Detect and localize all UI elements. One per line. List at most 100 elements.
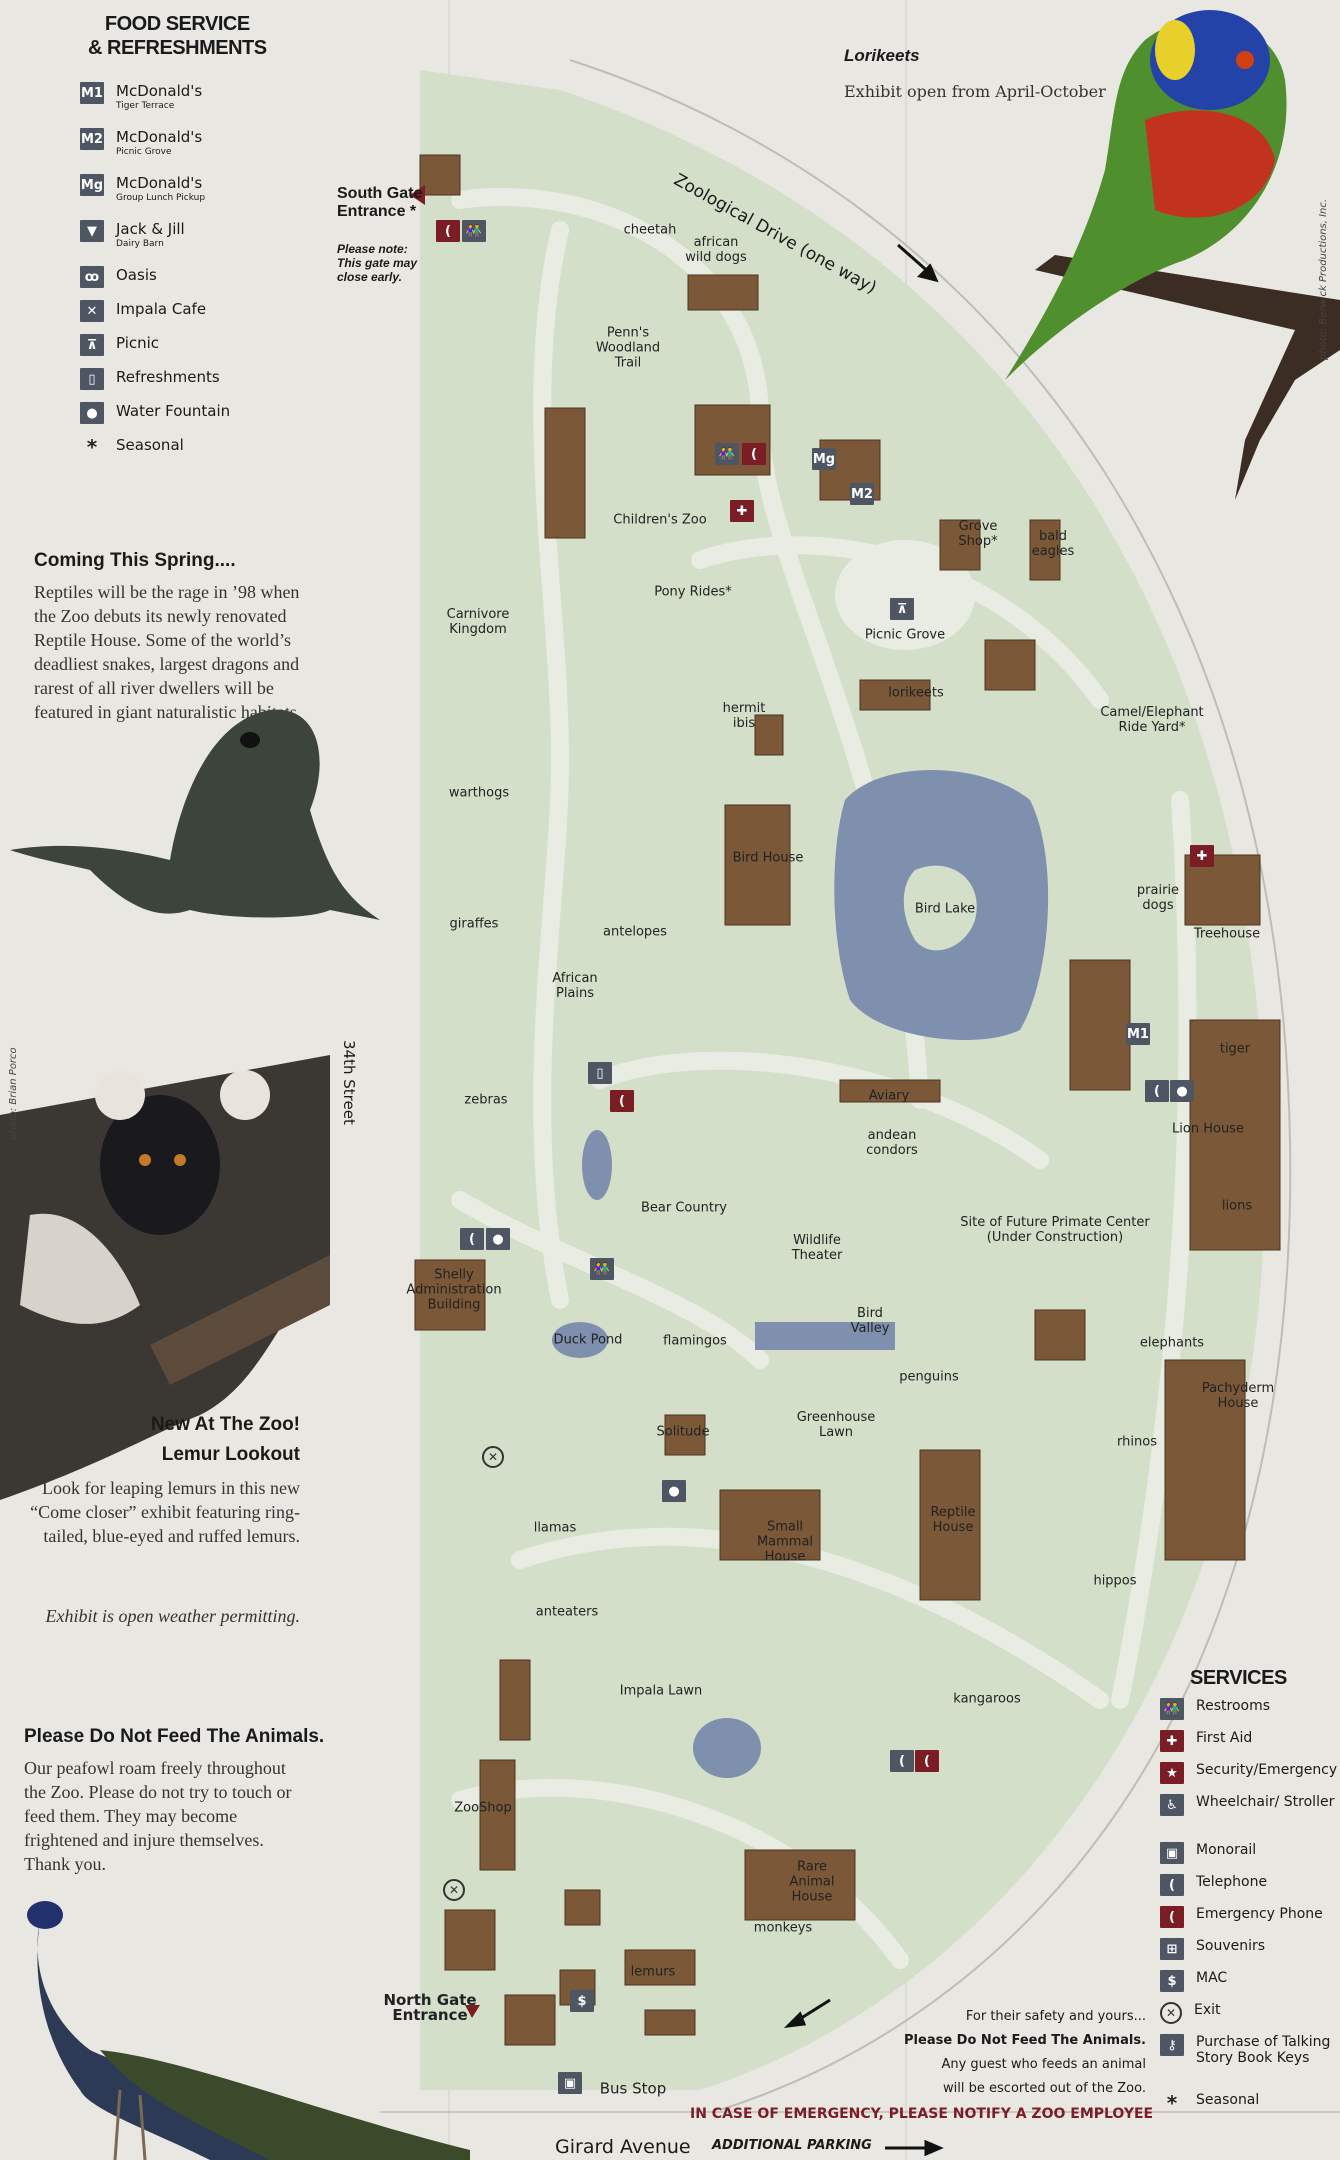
restroom-icon: 👫 bbox=[590, 1258, 614, 1280]
direction-arrows bbox=[783, 243, 944, 2157]
map-label-pachyderm: Pachyderm House bbox=[1201, 1381, 1275, 1411]
food-legend-label: Seasonal bbox=[116, 436, 184, 454]
food-legend-label: Oasis bbox=[116, 266, 157, 284]
map-label-duck-pond: Duck Pond bbox=[553, 1332, 623, 1348]
peacock-photo bbox=[27, 1901, 470, 2160]
map-label-anteaters: anteaters bbox=[535, 1604, 599, 1620]
spring-text: Reptiles will be the rage in ’98 when th… bbox=[34, 582, 302, 722]
emergency-phone-icon: ( bbox=[1160, 1906, 1184, 1928]
peafowl-text: Our peafowl roam freely throughout the Z… bbox=[24, 1758, 292, 1874]
services-legend-label: Monorail bbox=[1196, 1842, 1257, 1858]
food-legend-label: Water Fountain bbox=[116, 402, 230, 420]
food-legend-title-line: & REFRESHMENTS bbox=[88, 37, 267, 59]
map-label-carnivore: Carnivore Kingdom bbox=[446, 607, 510, 637]
lemur-title-2: Lemur Lookout bbox=[161, 1444, 300, 1465]
map-label-rare: Rare Animal House bbox=[789, 1859, 835, 1905]
lemur-photo-credit: photo: Brian Porco bbox=[8, 1047, 19, 1140]
legend-sublabel: Picnic Grove bbox=[116, 147, 172, 157]
map-label-camel-elephant: Camel/Elephant Ride Yard* bbox=[1100, 705, 1204, 735]
restroom-icon: 👫 bbox=[1160, 1698, 1184, 1720]
legend-label-text: Water Fountain bbox=[116, 402, 231, 420]
legend-label-text: Oasis bbox=[116, 266, 157, 284]
emergency-phone-icon: ( bbox=[742, 443, 766, 465]
legend-label-text: Jack & Jill bbox=[116, 220, 185, 238]
additional-parking-label[interactable]: ADDITIONAL PARKING bbox=[712, 2138, 872, 2153]
services-legend-item: ⚷Purchase of Talking Story Book Keys bbox=[1160, 2034, 1338, 2066]
bus-stop-icon: ▣ bbox=[558, 2072, 582, 2094]
penguin-pool bbox=[755, 1322, 895, 1350]
telephone-icon: ( bbox=[1145, 1080, 1169, 1102]
services-legend-item: ♿Wheelchair/ Stroller bbox=[1160, 1794, 1338, 1816]
map-label-shelly: Shelly Administration Building bbox=[406, 1267, 502, 1313]
buildings bbox=[414, 154, 1281, 2046]
map-label-andean: andean condors bbox=[866, 1128, 918, 1158]
lemur-note: Exhibit is open weather permitting. bbox=[45, 1606, 300, 1626]
telephone-icon: ( bbox=[890, 1750, 914, 1772]
north-gate-marker bbox=[465, 2005, 480, 2018]
south-gate-note: Please note: This gate may close early. bbox=[337, 242, 418, 284]
picnic-table-icon: ⊼ bbox=[890, 598, 914, 620]
notice-line: Please Do Not Feed The Animals. bbox=[904, 2033, 1146, 2048]
map-label-lions: lions bbox=[1221, 1198, 1253, 1214]
wheelchair-icon: ♿ bbox=[1160, 1794, 1184, 1816]
services-legend-item: $MAC bbox=[1160, 1970, 1338, 1992]
legend-label-text: Refreshments bbox=[116, 368, 220, 386]
map-label-monkeys: monkeys bbox=[753, 1920, 813, 1936]
spring-title: Coming This Spring.... bbox=[34, 550, 236, 571]
map-label-antelopes: antelopes bbox=[603, 924, 667, 940]
notice-line: will be escorted out of the Zoo. bbox=[943, 2081, 1146, 2096]
map-label-bird-lake: Bird Lake bbox=[914, 901, 976, 917]
map-label-zooshop: ZooShop bbox=[454, 1800, 512, 1816]
picnic-table-icon: ⊼ bbox=[80, 334, 104, 356]
telephone-icon: ( bbox=[460, 1228, 484, 1250]
map-label-impala-lawn: Impala Lawn bbox=[619, 1683, 703, 1699]
map-label-pony-rides: Pony Rides* bbox=[654, 584, 732, 600]
emergency-phone-icon: ( bbox=[436, 220, 460, 242]
map-label-picnic-grove: Picnic Grove bbox=[864, 627, 946, 643]
services-legend-item: ⊞Souvenirs bbox=[1160, 1938, 1338, 1960]
services-legend-item: (Emergency Phone bbox=[1160, 1906, 1338, 1928]
services-legend-item: *Seasonal bbox=[1160, 2091, 1338, 2115]
food-legend-item: ⊼Picnic bbox=[80, 334, 159, 356]
map-label-hippos: hippos bbox=[1093, 1573, 1137, 1589]
map-label-elephants: elephants bbox=[1139, 1335, 1205, 1351]
first-aid-icon: ✚ bbox=[1190, 845, 1214, 867]
feed-notice: For their safety and yours... Please Do … bbox=[904, 2005, 1146, 2101]
exit-icon: ✕ bbox=[482, 1446, 504, 1468]
mcdonalds-1-icon: M1 bbox=[1126, 1023, 1150, 1045]
security-badge-icon: ★ bbox=[1160, 1762, 1184, 1784]
lemur-text: Look for leaping lemurs in this new “Com… bbox=[30, 1478, 300, 1546]
cup-icon: ▯ bbox=[588, 1062, 612, 1084]
services-legend-label: Telephone bbox=[1196, 1874, 1268, 1890]
food-legend-item: ● Water Fountain bbox=[80, 402, 230, 424]
notice-line: Any guest who feeds an animal bbox=[941, 2057, 1146, 2072]
dollar-icon: $ bbox=[1160, 1970, 1184, 1992]
water-drop-icon: ● bbox=[80, 402, 104, 424]
services-legend-item: ✕Exit bbox=[1160, 2002, 1338, 2024]
map-label-aviary: Aviary bbox=[868, 1088, 910, 1104]
map-label-african: African Plains bbox=[552, 971, 598, 1001]
map-label-lorikeets: lorikeets bbox=[888, 685, 944, 701]
map-label-bird-house: Bird House bbox=[732, 850, 804, 866]
map-label-wildlife: Wildlife Theater bbox=[791, 1233, 843, 1263]
exit-icon: ✕ bbox=[1160, 2002, 1182, 2024]
emergency-notice: IN CASE OF EMERGENCY, PLEASE NOTIFY A ZO… bbox=[690, 2106, 1154, 2122]
telephone-icon: ( bbox=[1160, 1874, 1184, 1896]
mcdonalds-1-icon: M1 bbox=[80, 82, 104, 104]
lorikeets-subtitle: Exhibit open from April-October bbox=[844, 82, 1106, 101]
map-label-cheetah: cheetah bbox=[623, 222, 677, 238]
map-label-penguins: penguins bbox=[899, 1369, 959, 1385]
services-legend-label: Purchase of Talking Story Book Keys bbox=[1196, 2034, 1331, 2066]
services-legend-item: ★Security/Emergency bbox=[1160, 1762, 1338, 1784]
map-label-lemurs: lemurs bbox=[630, 1964, 676, 1980]
map-label-lion-house: Lion House bbox=[1172, 1121, 1244, 1137]
bear-country-pool bbox=[582, 1130, 612, 1200]
emergency-phone-icon: ( bbox=[610, 1090, 634, 1112]
lizard-photo bbox=[10, 709, 380, 920]
food-legend-item: ▯Refreshments bbox=[80, 368, 220, 390]
services-legend-item: ▣Monorail bbox=[1160, 1842, 1338, 1864]
food-legend-label: Impala Cafe bbox=[116, 300, 206, 318]
